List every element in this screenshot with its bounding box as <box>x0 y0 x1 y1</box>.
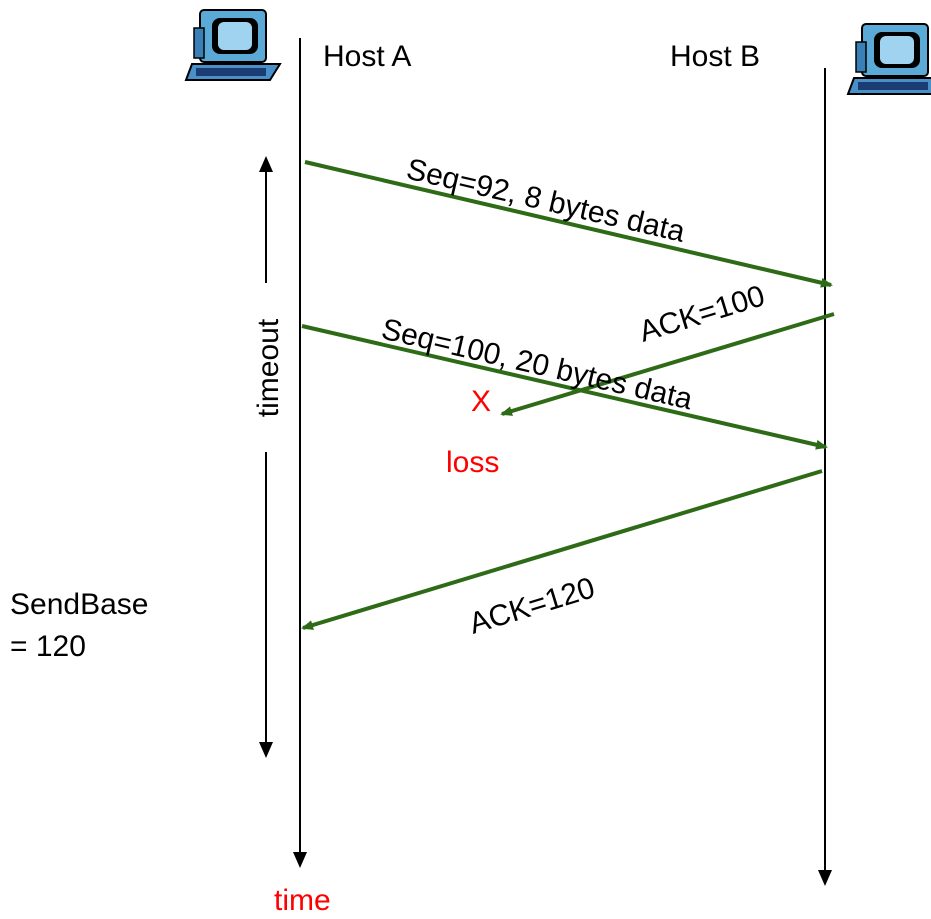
host-b-computer-icon <box>846 23 931 95</box>
loss-label: loss <box>446 446 499 479</box>
timeout-bracket-up-arrowhead <box>259 156 273 172</box>
host-a-timeline-arrowhead <box>293 852 307 868</box>
seq100-arrow <box>301 324 828 450</box>
sendbase-value: = 120 <box>10 630 86 663</box>
host-a-computer-icon <box>184 9 282 81</box>
sendbase-label: SendBase <box>10 588 148 621</box>
loss-marker: X <box>471 385 491 418</box>
timeout-label: timeout <box>252 318 285 417</box>
ack120-label: ACK=120 <box>465 571 598 640</box>
seq92-label: Seq=92, 8 bytes data <box>403 153 688 249</box>
ack120-arrow <box>301 469 823 630</box>
host-b-label: Host B <box>670 40 760 73</box>
host-a-label: Host A <box>323 40 411 73</box>
timeout-bracket-down-arrowhead <box>259 742 273 758</box>
seq92-arrow <box>304 160 833 288</box>
host-b-timeline-arrowhead <box>818 870 832 886</box>
ack100-arrow <box>500 312 835 416</box>
time-label: time <box>274 884 331 917</box>
